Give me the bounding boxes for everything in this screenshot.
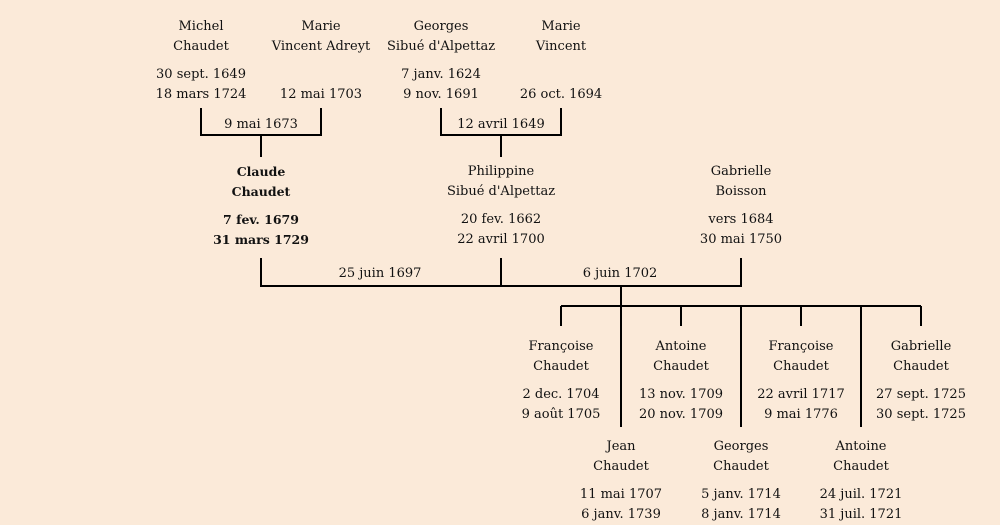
person-antoine-chaudet-1721[interactable]: Antoine Chaudet 24 juil. 1721 31 juil. 1… (781, 437, 941, 525)
first-name: Antoine (835, 439, 887, 454)
death-date: 9 nov. 1691 (403, 87, 479, 102)
first-name: Antoine (655, 339, 707, 354)
person-antoine-chaudet-1709[interactable]: Antoine Chaudet 13 nov. 1709 20 nov. 170… (601, 337, 761, 425)
first-name: Georges (713, 439, 769, 454)
death-date: 12 mai 1703 (279, 87, 363, 102)
death-date: 9 mai 1776 (764, 407, 838, 422)
person-claude-chaudet[interactable]: Claude Chaudet 7 fev. 1679 31 mars 1729 (181, 162, 341, 250)
birth-date: 7 fev. 1679 (223, 212, 299, 227)
person-gabrielle-chaudet[interactable]: Gabrielle Chaudet 27 sept. 1725 30 sept.… (841, 337, 1000, 425)
last-name: Chaudet (231, 184, 291, 199)
birth-date: 5 janv. 1714 (701, 487, 781, 502)
last-name: Chaudet (773, 359, 829, 374)
first-name: Marie (541, 19, 581, 34)
birth-date: 7 janv. 1624 (401, 67, 481, 82)
first-name: Marie (301, 19, 341, 34)
marriage-date-4: 6 juin 1702 (582, 266, 658, 281)
person-philippine-sibue[interactable]: Philippine Sibué d'Alpettaz 20 fev. 1662… (421, 162, 581, 250)
birth-date: 2 dec. 1704 (522, 387, 600, 402)
first-name: Georges (413, 19, 469, 34)
birth-date (481, 65, 641, 85)
marriage-date-3: 25 juin 1697 (338, 266, 422, 281)
birth-date: 13 nov. 1709 (638, 387, 724, 402)
person-georges-sibue[interactable]: Georges Sibué d'Alpettaz 7 janv. 1624 9 … (361, 17, 521, 105)
birth-date: 24 juil. 1721 (819, 487, 903, 502)
first-name: Françoise (768, 339, 834, 354)
last-name: Chaudet (713, 459, 769, 474)
last-name: Chaudet (593, 459, 649, 474)
person-francoise-chaudet-1717[interactable]: Françoise Chaudet 22 avril 1717 9 mai 17… (721, 337, 881, 425)
death-date: 20 nov. 1709 (638, 407, 724, 422)
birth-date: 30 sept. 1649 (156, 67, 246, 82)
first-name: Gabrielle (710, 164, 772, 179)
person-jean-chaudet[interactable]: Jean Chaudet 11 mai 1707 6 janv. 1739 (541, 437, 701, 525)
last-name: Chaudet (173, 39, 229, 54)
death-date: 8 janv. 1714 (701, 507, 781, 522)
last-name: Vincent Adreyt (271, 39, 371, 54)
birth-date: 27 sept. 1725 (876, 387, 966, 402)
last-name: Sibué d'Alpettaz (386, 39, 496, 54)
birth-date: vers 1684 (708, 212, 774, 227)
last-name: Sibué d'Alpettaz (446, 184, 556, 199)
birth-date: 22 avril 1717 (757, 387, 845, 402)
first-name: Gabrielle (890, 339, 952, 354)
death-date: 26 oct. 1694 (519, 87, 603, 102)
birth-date: 20 fev. 1662 (460, 212, 542, 227)
person-georges-chaudet[interactable]: Georges Chaudet 5 janv. 1714 8 janv. 171… (661, 437, 821, 525)
last-name: Chaudet (833, 459, 889, 474)
person-gabrielle-boisson[interactable]: Gabrielle Boisson vers 1684 30 mai 1750 (661, 162, 821, 250)
first-name: Claude (236, 164, 286, 179)
death-date: 31 mars 1729 (213, 232, 309, 247)
first-name: Jean (606, 439, 636, 454)
first-name: Françoise (528, 339, 594, 354)
marriage-date-1: 9 mai 1673 (224, 117, 298, 132)
birth-date: 11 mai 1707 (579, 487, 663, 502)
death-date: 9 août 1705 (521, 407, 601, 422)
death-date: 31 juil. 1721 (819, 507, 903, 522)
marriage-date-2: 12 avril 1649 (457, 117, 545, 132)
person-marie-vincent-adreyt[interactable]: Marie Vincent Adreyt 12 mai 1703 (241, 17, 401, 105)
death-date: 22 avril 1700 (457, 232, 545, 247)
last-name: Chaudet (893, 359, 949, 374)
last-name: Boisson (715, 184, 767, 199)
first-name: Philippine (467, 164, 535, 179)
person-marie-vincent[interactable]: Marie Vincent 26 oct. 1694 (481, 17, 641, 105)
person-francoise-chaudet-1704[interactable]: Françoise Chaudet 2 dec. 1704 9 août 170… (481, 337, 641, 425)
person-michel-chaudet[interactable]: Michel Chaudet 30 sept. 1649 18 mars 172… (121, 17, 281, 105)
last-name: Vincent (535, 39, 587, 54)
death-date: 6 janv. 1739 (581, 507, 661, 522)
last-name: Chaudet (533, 359, 589, 374)
first-name: Michel (178, 19, 224, 34)
death-date: 18 mars 1724 (155, 87, 247, 102)
death-date: 30 mai 1750 (699, 232, 783, 247)
last-name: Chaudet (653, 359, 709, 374)
death-date: 30 sept. 1725 (876, 407, 966, 422)
